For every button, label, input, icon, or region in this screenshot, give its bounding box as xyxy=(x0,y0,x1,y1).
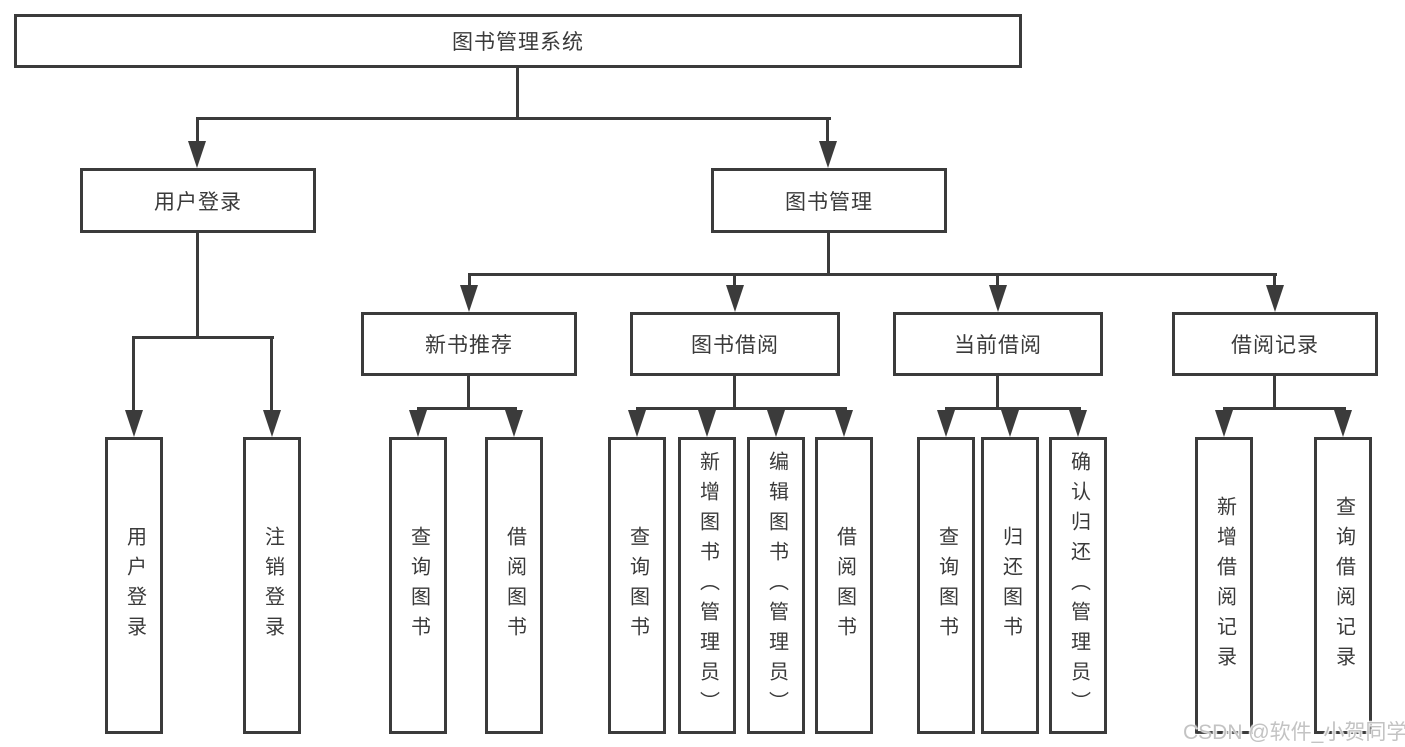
node-borrow-records: 借阅记录 xyxy=(1172,312,1378,376)
arrow-down-icon xyxy=(819,141,837,168)
node-confirm-return: 确认归还（管理员） xyxy=(1049,437,1107,734)
connector-user-login-rail xyxy=(132,336,274,339)
node-current-borrow: 当前借阅 xyxy=(893,312,1103,376)
node-borrow-book-2: 借阅图书 xyxy=(815,437,873,734)
arrow-down-icon xyxy=(409,410,427,437)
node-return-book: 归还图书 xyxy=(981,437,1039,734)
node-query-book-1-label: 查询图书 xyxy=(407,525,430,646)
connector-l3-drop-4 xyxy=(1273,273,1276,287)
node-edit-book-label: 编辑图书（管理员） xyxy=(765,450,788,721)
connector-user-login-stub xyxy=(196,233,199,336)
node-user-login-branch-label: 用户登录 xyxy=(154,190,242,214)
node-borrow-records-label: 借阅记录 xyxy=(1231,334,1319,357)
arrow-down-icon xyxy=(937,410,955,437)
node-book-mgmt-branch-label: 图书管理 xyxy=(785,190,873,214)
node-query-borrow-record-label: 查询借阅记录 xyxy=(1332,495,1355,676)
arrow-down-icon xyxy=(628,410,646,437)
connector-book-borrow-stub xyxy=(733,376,736,407)
connector-root-stub xyxy=(516,68,519,117)
node-return-book-label: 归还图书 xyxy=(999,525,1022,646)
csdn-watermark: CSDN @软件_小贺同学 xyxy=(1183,721,1405,744)
connector-l3-drop-2 xyxy=(733,273,736,287)
connector-borrow-records-stub xyxy=(1273,376,1276,407)
node-logout-leaf-label: 注销登录 xyxy=(261,525,284,646)
connector-new-book-rec-stub xyxy=(467,376,470,407)
node-add-borrow-record-label: 新增借阅记录 xyxy=(1213,495,1236,676)
connector-user-login-drop-right xyxy=(270,336,273,412)
node-edit-book: 编辑图书（管理员） xyxy=(747,437,805,734)
arrow-down-icon xyxy=(1001,410,1019,437)
connector-l2-rail xyxy=(196,117,831,120)
node-query-borrow-record: 查询借阅记录 xyxy=(1314,437,1372,734)
node-borrow-book-1-label: 借阅图书 xyxy=(503,525,526,646)
connector-current-borrow-stub xyxy=(996,376,999,407)
node-add-book-label: 新增图书（管理员） xyxy=(696,450,719,721)
connector-borrow-records-rail xyxy=(1223,407,1346,410)
node-current-borrow-label: 当前借阅 xyxy=(954,334,1042,357)
connector-book-borrow-rail xyxy=(636,407,847,410)
node-book-borrow: 图书借阅 xyxy=(630,312,840,376)
arrow-down-icon xyxy=(1266,285,1284,312)
arrow-down-icon xyxy=(989,285,1007,312)
connector-l2-drop-left xyxy=(196,117,199,145)
connector-l3-drop-1 xyxy=(468,273,471,287)
node-borrow-book-1: 借阅图书 xyxy=(485,437,543,734)
node-add-book: 新增图书（管理员） xyxy=(678,437,736,734)
node-query-book-2: 查询图书 xyxy=(608,437,666,734)
node-user-login-branch: 用户登录 xyxy=(80,168,316,233)
node-query-book-2-label: 查询图书 xyxy=(626,525,649,646)
arrow-down-icon xyxy=(188,141,206,168)
connector-l2-drop-right xyxy=(826,117,829,145)
node-user-login-leaf-label: 用户登录 xyxy=(123,525,146,646)
arrow-down-icon xyxy=(1069,410,1087,437)
arrow-down-icon xyxy=(767,410,785,437)
connector-user-login-drop-left xyxy=(132,336,135,412)
node-borrow-book-2-label: 借阅图书 xyxy=(833,525,856,646)
node-confirm-return-label: 确认归还（管理员） xyxy=(1067,450,1090,721)
arrow-down-icon xyxy=(460,285,478,312)
arrow-down-icon xyxy=(505,410,523,437)
connector-current-borrow-rail xyxy=(945,407,1081,410)
node-user-login-leaf: 用户登录 xyxy=(105,437,163,734)
arrow-down-icon xyxy=(698,410,716,437)
node-book-mgmt-branch: 图书管理 xyxy=(711,168,947,233)
node-book-borrow-label: 图书借阅 xyxy=(691,334,779,357)
arrow-down-icon xyxy=(835,410,853,437)
node-new-book-rec: 新书推荐 xyxy=(361,312,577,376)
node-add-borrow-record: 新增借阅记录 xyxy=(1195,437,1253,734)
node-query-book-3-label: 查询图书 xyxy=(935,525,958,646)
connector-l3-drop-3 xyxy=(996,273,999,287)
connector-new-book-rec-rail xyxy=(417,407,517,410)
connector-book-mgmt-stub xyxy=(827,233,830,273)
arrow-down-icon xyxy=(263,410,281,437)
node-root-label: 图书管理系统 xyxy=(452,31,584,54)
arrow-down-icon xyxy=(726,285,744,312)
node-logout-leaf: 注销登录 xyxy=(243,437,301,734)
node-root: 图书管理系统 xyxy=(14,14,1022,68)
node-new-book-rec-label: 新书推荐 xyxy=(425,334,513,357)
node-query-book-1: 查询图书 xyxy=(389,437,447,734)
connector-l3-rail xyxy=(468,273,1277,276)
arrow-down-icon xyxy=(1334,410,1352,437)
arrow-down-icon xyxy=(125,410,143,437)
node-query-book-3: 查询图书 xyxy=(917,437,975,734)
arrow-down-icon xyxy=(1215,410,1233,437)
